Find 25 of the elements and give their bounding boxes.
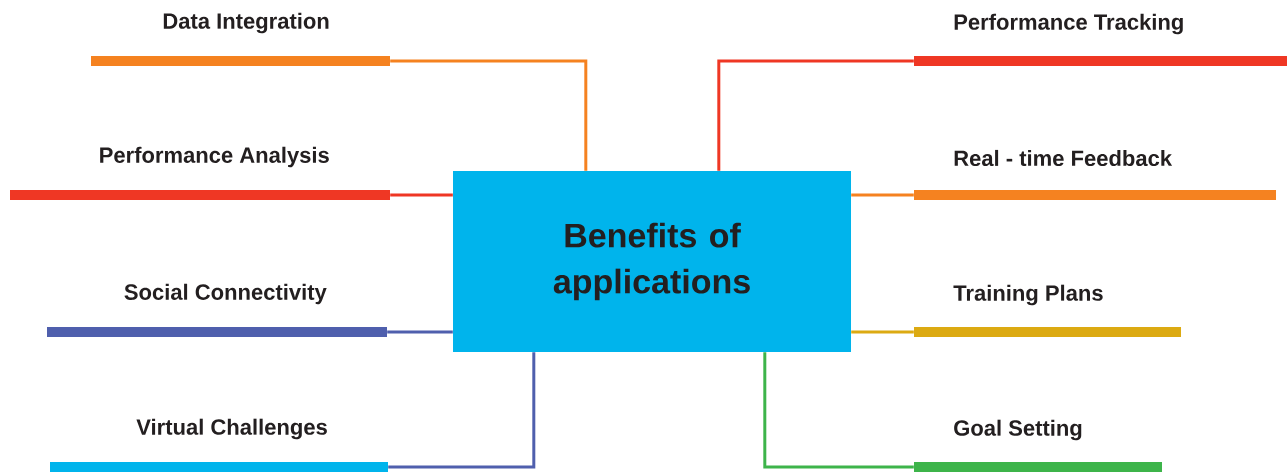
connector-line: [390, 59, 588, 171]
topic-bar: Real - time Feedback: [914, 149, 1276, 200]
topic-bar: Social Connectivity: [47, 283, 387, 337]
node-label: Training Plans: [953, 284, 1103, 306]
node-label: Goal Setting: [954, 419, 1082, 441]
connector-line: [388, 352, 536, 469]
node-label: Performance Tracking: [954, 13, 1183, 35]
topic-bar: Training Plans: [914, 284, 1181, 337]
node-label: Data Integration: [163, 12, 329, 34]
connector-line: [851, 193, 914, 197]
connector-line: [387, 330, 453, 334]
topic-bar: Performance Tracking: [914, 13, 1287, 66]
node-label: Real - time Feedback: [954, 149, 1173, 167]
connector-line: [851, 330, 914, 334]
topic-bar: Virtual Challenges: [50, 418, 388, 472]
connector-line: [717, 59, 914, 171]
node-label: Virtual Challenges: [136, 418, 327, 440]
connector-line: [763, 352, 914, 469]
topic-bar: Data Integration: [91, 12, 390, 66]
central-topic-box: Benefits of applications: [453, 171, 851, 352]
node-label: Social Connectivity: [124, 283, 327, 305]
connector-line: [390, 193, 453, 197]
topic-bar: Goal Setting: [914, 419, 1162, 472]
node-label: Performance Analysis: [100, 146, 329, 168]
topic-bar: Performance Analysis: [10, 146, 390, 200]
